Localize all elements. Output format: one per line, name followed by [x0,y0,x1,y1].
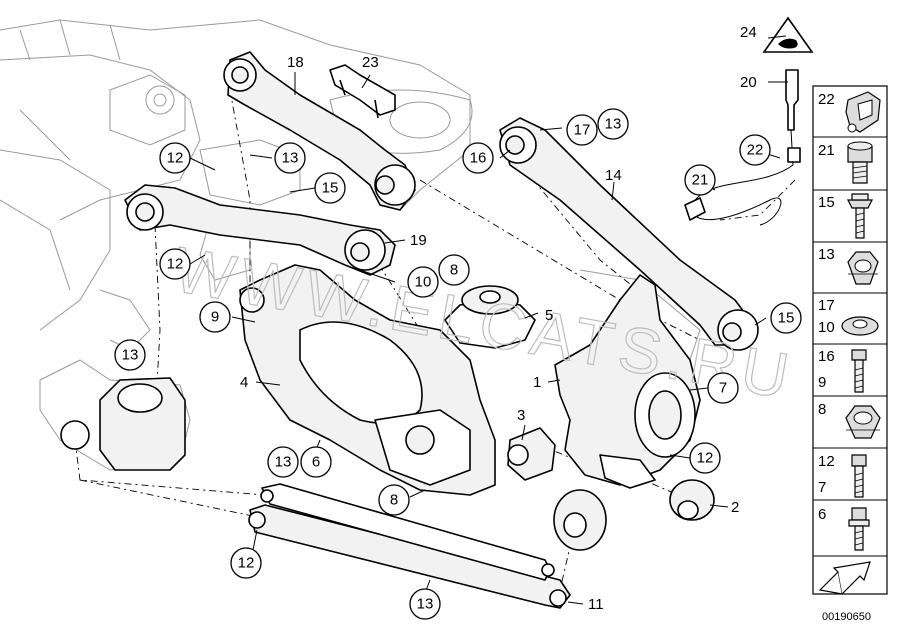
callout-3: 3 [517,407,525,424]
hex-bolt-short-icon [847,141,873,184]
callouts: 18 23 24 20 12 13 15 17 13 16 14 22 21 1… [114,24,802,620]
upper-wishbone-18 [223,51,416,211]
legend-label-17: 17 [818,297,835,314]
callout-22: 22 [747,142,764,159]
legend-label-10: 10 [818,319,835,336]
direction-arrow-icon [818,561,871,595]
legend-label-12: 12 [818,453,835,470]
long-bolt-icon [851,349,867,393]
washer-icon [841,316,879,336]
legend-label-9: 9 [818,374,826,391]
callout-14: 14 [605,167,622,184]
callout-6: 6 [312,454,320,471]
callout-12: 12 [238,555,255,572]
callout-12: 12 [697,450,714,467]
callout-20: 20 [740,74,757,91]
bushings [507,427,715,551]
callout-13: 13 [282,150,299,167]
callout-7: 7 [719,380,727,397]
warning-triangle-icon [762,16,814,53]
callout-12: 12 [167,150,184,167]
callout-24: 24 [740,24,757,41]
callout-15: 15 [778,310,795,327]
legend-label-15: 15 [818,194,835,211]
callout-16: 16 [470,150,487,167]
flange-bolt-icon [847,193,873,239]
hex-nut-icon [847,251,879,285]
legend-label-16: 16 [818,348,835,365]
callout-1: 1 [533,374,541,391]
legend-label-6: 6 [818,506,826,523]
image-code: 00190650 [822,611,871,623]
callout-15: 15 [322,180,339,197]
legend-label-13: 13 [818,246,835,263]
callout-11: 11 [588,596,604,613]
guide-arm-14 [499,117,759,351]
callout-4: 4 [240,374,248,391]
legend-label-8: 8 [818,401,826,418]
legend-label-22: 22 [818,91,835,108]
parts-legend-sidebar: 22 21 15 13 17 10 [812,85,888,595]
sensor-parts [684,69,801,226]
bushing-bracket-icon [845,91,881,133]
callout-13: 13 [275,454,292,471]
legend-label-21: 21 [818,142,835,159]
callout-5: 5 [545,307,553,324]
callout-19: 19 [410,232,427,249]
hex-bolt-long-icon [851,454,867,498]
callout-18: 18 [287,54,304,71]
camber-arm-19 [124,184,396,276]
callout-13: 13 [605,116,622,133]
callout-8: 8 [390,492,398,509]
wheel-carrier-1 [554,274,701,489]
callout-10: 10 [415,274,432,291]
toe-link-11 [248,483,571,609]
rubber-mount-left [60,377,186,471]
callout-12: 12 [167,256,184,273]
callout-13: 13 [122,347,139,364]
shock-mount-5 [444,285,536,349]
callout-9: 9 [211,309,219,326]
trailing-arm-4 [239,264,496,496]
callout-17: 17 [574,122,591,139]
callout-2: 2 [731,499,739,516]
legend-label-7: 7 [818,479,826,496]
bracket-23 [329,64,396,119]
stud-bolt-icon [848,507,870,551]
collar-nut-icon [845,405,881,439]
callout-23: 23 [362,54,379,71]
callout-21: 21 [692,172,709,189]
callout-13: 13 [417,596,434,613]
callout-8: 8 [450,262,458,279]
